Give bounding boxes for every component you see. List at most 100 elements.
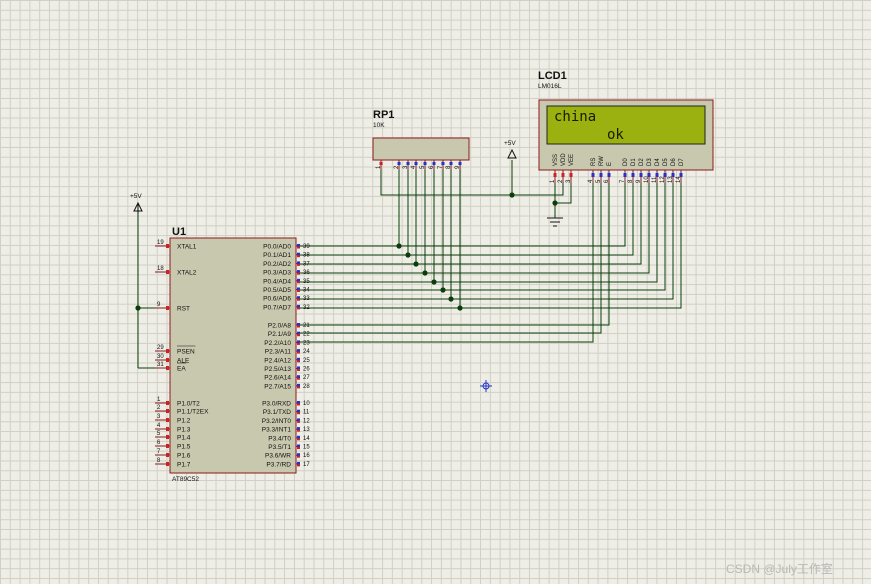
wire-p05-d5 — [300, 183, 666, 291]
rp1-pin-9: 9 — [455, 160, 462, 170]
pin-number: 27 — [303, 375, 310, 381]
pin-name: P3.5/T1 — [268, 444, 291, 451]
pin-name: P3.7/RD — [266, 461, 291, 468]
pin-name: D2 — [639, 158, 645, 166]
pin-number: 6 — [604, 179, 610, 183]
wire-p00-d0 — [300, 183, 626, 247]
u1-pin-3: 3P1.2 — [155, 414, 191, 425]
pin-number: 12 — [660, 176, 666, 183]
pin-number: 21 — [303, 323, 310, 329]
pin-number: 35 — [303, 279, 310, 285]
lcd1-pin-vdd: VDD 2 — [558, 153, 567, 183]
pin-number: 10 — [303, 401, 310, 407]
u1-microcontroller[interactable]: U1 AT89C52 19XTAL118XTAL29RST29PSEN30ALE… — [155, 226, 310, 483]
pin-name: P2.0/A8 — [268, 323, 292, 330]
pin-name: P2.1/A9 — [268, 331, 292, 338]
wire-p04-d4 — [300, 183, 658, 283]
pin-number: 5 — [157, 431, 161, 437]
vcc-label-left: +5V — [130, 193, 142, 200]
u1-pin-8: 8P1.7 — [155, 458, 191, 469]
pin-number: 23 — [303, 340, 310, 346]
pin-name: P1.6 — [177, 453, 191, 460]
wire-p01-d1 — [300, 183, 634, 256]
rp1-pin-4: 4 — [411, 160, 418, 170]
pin-number: 18 — [157, 266, 164, 272]
u1-pin-27: 27 P2.6/A14 — [264, 375, 310, 382]
rp1-pin-7: 7 — [438, 160, 445, 170]
pin-name: P0.2/AD2 — [263, 261, 291, 268]
pin-name: RW — [599, 156, 605, 166]
lcd1-display[interactable]: LCD1 LM016L china ok VSS1VDD2VEE3RS4RW5E… — [538, 70, 714, 183]
pin-number: 7 — [438, 165, 444, 169]
pin-number: 14 — [303, 436, 310, 442]
wire-rp-common — [380, 170, 512, 196]
pin-number: 7 — [157, 449, 161, 455]
pin-name: RS — [591, 158, 597, 166]
pin-number: 6 — [157, 440, 161, 446]
pin-name: P0.4/AD4 — [263, 278, 291, 285]
lcd1-ref: LCD1 — [538, 70, 567, 82]
vcc-symbol-left[interactable]: +5V — [130, 193, 143, 213]
vcc-label-right: +5V — [504, 140, 516, 147]
lcd1-pins: VSS1VDD2VEE3RS4RW5E6D07D18D29D310D411D51… — [550, 153, 685, 183]
pin-name: P3.0/RXD — [262, 401, 291, 408]
rp1-value: 10K — [373, 122, 385, 129]
pin-number: 9 — [455, 165, 461, 169]
pin-number: 6 — [429, 165, 435, 169]
watermark: CSDN @July工作室 — [726, 561, 833, 576]
u1-pin-14: 14 P3.4/T0 — [268, 435, 310, 442]
pin-number: 8 — [157, 458, 161, 464]
wire-lcd-vdd — [512, 183, 564, 196]
pin-number: 1 — [550, 179, 556, 183]
rp1-pin-6: 6 — [429, 160, 436, 170]
wire-p20-e — [300, 183, 610, 326]
pin-name: XTAL2 — [177, 270, 197, 277]
pin-name: P3.6/WR — [265, 453, 291, 460]
vcc-symbol-right[interactable]: +5V — [504, 140, 517, 159]
pin-name: P1.0/T2 — [177, 401, 200, 408]
pin-number: 8 — [628, 179, 634, 183]
pin-name: VDD — [561, 153, 567, 166]
pin-name: P2.3/A11 — [265, 349, 292, 356]
ground-symbol[interactable] — [547, 217, 563, 227]
u1-body — [169, 237, 297, 474]
pin-number: 16 — [303, 453, 310, 459]
u1-pin-2: 2P1.1/T2EX — [155, 405, 209, 416]
pin-name: ALE — [177, 358, 190, 365]
pin-number: 9 — [636, 179, 642, 183]
pin-name: D6 — [671, 158, 677, 166]
lcd1-pin-d1: D18 — [628, 158, 637, 183]
junctions — [135, 192, 558, 311]
pin-number: 10 — [644, 176, 650, 183]
pin-name: P2.6/A14 — [264, 375, 291, 382]
u1-pin-1: 1P1.0/T2 — [155, 397, 200, 408]
crosshair-cursor-icon — [480, 380, 492, 392]
pin-number: 15 — [303, 445, 310, 451]
pin-name: P1.2 — [177, 418, 191, 425]
wires — [137, 160, 682, 369]
pin-number: 30 — [157, 354, 164, 360]
pin-name: P0.6/AD6 — [263, 296, 291, 303]
pin-name: P1.5 — [177, 444, 191, 451]
u1-pin-10: 10 P3.0/RXD — [262, 401, 310, 408]
u1-pin-35: 35 P0.4/AD4 — [263, 278, 310, 285]
pin-number: 2 — [558, 179, 564, 183]
pin-number: 4 — [588, 179, 594, 183]
pin-name: P3.4/T0 — [268, 435, 291, 442]
